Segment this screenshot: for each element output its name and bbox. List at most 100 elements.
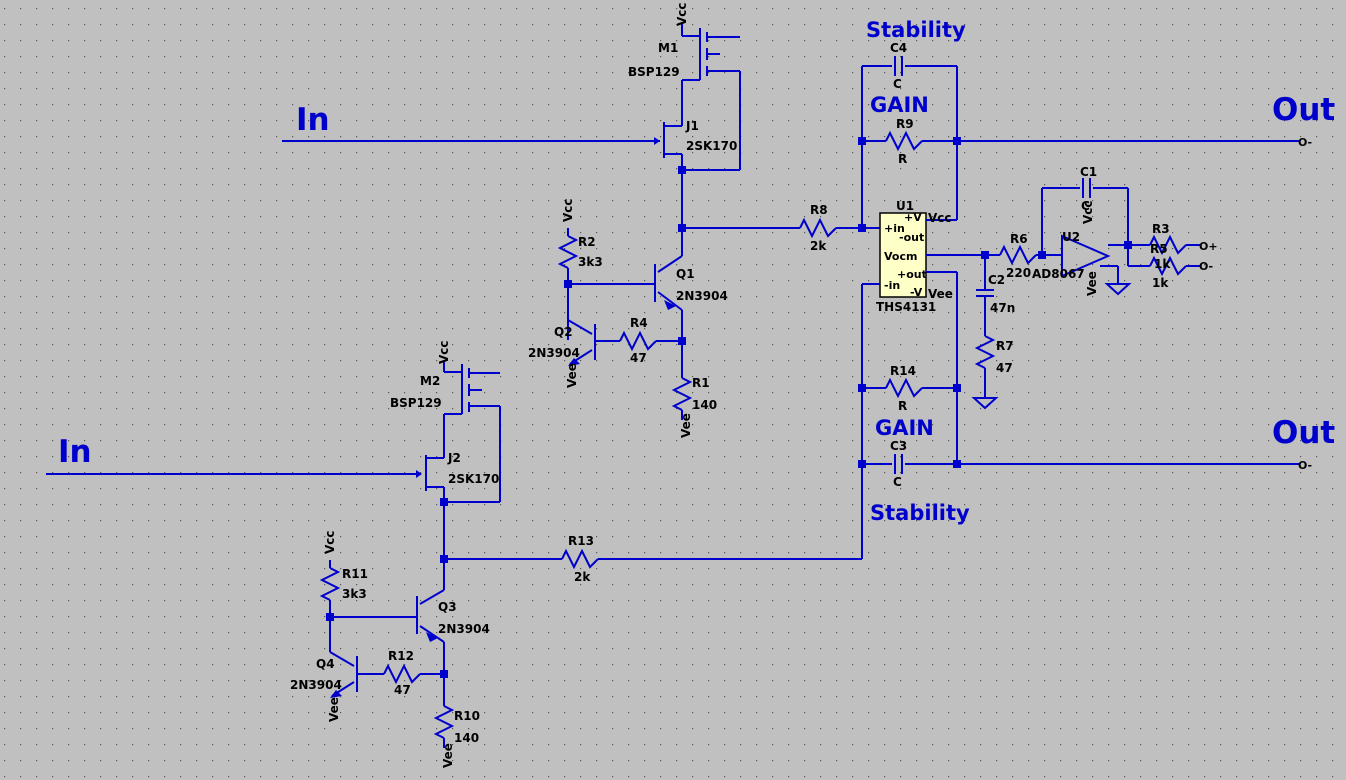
r4-value-label: 47: [630, 351, 647, 365]
q1-value-label: 2N3904: [676, 289, 728, 303]
j2-ref-label: J2: [447, 451, 461, 465]
c3-ref-label: C3: [890, 439, 907, 453]
r7-value-label: 47: [996, 361, 1013, 375]
u1-supply-bottom: Vee: [928, 287, 953, 301]
r5-resistor[interactable]: [1128, 255, 1200, 277]
q3-ref-label: Q3: [438, 600, 457, 614]
q4-value-label: 2N3904: [290, 678, 342, 692]
o-minus-terminal[interactable]: O-: [1199, 260, 1213, 273]
u2-supply-bottom: Vee: [1085, 271, 1099, 296]
r12-value-label: 47: [394, 683, 411, 697]
r4-ref-label: R4: [630, 316, 648, 330]
gain-bottom-label: GAIN: [875, 416, 934, 440]
m1-supply-label: Vcc: [675, 2, 689, 26]
r1-resistor[interactable]: [671, 377, 693, 420]
r2-supply-label: Vcc: [561, 198, 575, 222]
r5-value-label: 1k: [1154, 257, 1171, 271]
o-plus-terminal[interactable]: O+: [1199, 240, 1218, 253]
j2-value-label: 2SK170: [448, 472, 499, 486]
out-bottom-label: Out: [1272, 415, 1335, 451]
u2-value-label: AD8067: [1032, 267, 1085, 281]
c3-capacitor[interactable]: [862, 454, 957, 474]
q4-transistor[interactable]: [329, 651, 384, 698]
u1-pin-vn: -V: [910, 286, 923, 299]
m2-supply-label: Vcc: [437, 340, 451, 364]
junction: [981, 251, 989, 259]
junction: [858, 460, 866, 468]
q1-ref-label: Q1: [676, 267, 695, 281]
c4-capacitor[interactable]: [862, 56, 957, 76]
r9-value-label: R: [898, 152, 907, 166]
q1-transistor[interactable]: [568, 232, 683, 378]
junction: [953, 384, 961, 392]
in-top-label: In: [296, 102, 330, 138]
r9-ref-label: R9: [896, 117, 914, 131]
junction: [858, 224, 866, 232]
m1-ref-label: M1: [658, 41, 678, 55]
junction: [326, 613, 334, 621]
u1-pin-vocm: Vocm: [884, 250, 917, 263]
u1-pin-inp: +in: [884, 222, 905, 235]
m1-value-label: BSP129: [628, 65, 680, 79]
m1-mosfet[interactable]: [681, 22, 741, 171]
c4-ref-label: C4: [890, 41, 907, 55]
r13-ref-label: R13: [568, 534, 594, 548]
out-top-label: Out: [1272, 92, 1335, 128]
r7-ref-label: R7: [996, 339, 1014, 353]
q2-supply-label: Vee: [565, 363, 579, 388]
r7-resistor[interactable]: [971, 335, 999, 410]
r3-ref-label: R3: [1152, 222, 1170, 236]
u1-pin-outn: -out: [899, 231, 924, 244]
m2-mosfet[interactable]: [443, 360, 501, 503]
r13-resistor[interactable]: [444, 548, 862, 570]
r12-resistor[interactable]: [383, 663, 444, 685]
r10-resistor[interactable]: [433, 705, 455, 748]
j1-value-label: 2SK170: [686, 139, 737, 153]
q2-ref-label: Q2: [554, 325, 573, 339]
r14-ref-label: R14: [890, 364, 916, 378]
r1-ref-label: R1: [692, 376, 710, 390]
c3-value-label: C: [893, 475, 902, 489]
c2-ref-label: C2: [988, 273, 1005, 287]
j1-ref-label: J1: [685, 119, 699, 133]
junction: [858, 384, 866, 392]
c1-value-label: C: [1081, 199, 1090, 213]
out-top-terminal: O-: [1298, 136, 1312, 149]
gain-top-label: GAIN: [870, 93, 929, 117]
r11-supply-label: Vcc: [323, 530, 337, 554]
stability-bottom-label: Stability: [870, 501, 970, 525]
r11-resistor[interactable]: [319, 560, 341, 652]
q4-ref-label: Q4: [316, 657, 335, 671]
c2-capacitor[interactable]: [976, 255, 994, 336]
r10-value-label: 140: [454, 731, 479, 745]
u2-ref-label: U2: [1062, 230, 1080, 244]
c2-value-label: 47n: [990, 301, 1015, 315]
r11-value-label: 3k3: [342, 587, 367, 601]
u2-opamp[interactable]: [1061, 234, 1132, 296]
m2-ref-label: M2: [420, 374, 440, 388]
r2-value-label: 3k3: [578, 255, 603, 269]
r1-value-label: 140: [692, 398, 717, 412]
u1-fully-differential-amp[interactable]: [862, 212, 1000, 465]
q2-value-label: 2N3904: [528, 346, 580, 360]
c1-capacitor[interactable]: [1041, 178, 1129, 266]
m2-value-label: BSP129: [390, 396, 442, 410]
r8-ref-label: R8: [810, 203, 828, 217]
stability-top-label: Stability: [866, 18, 966, 42]
r4-resistor[interactable]: [619, 330, 682, 352]
r8-value-label: 2k: [810, 239, 827, 253]
out-bottom-terminal: O-: [1298, 459, 1312, 472]
c1-ref-label: C1: [1080, 165, 1097, 179]
c4-value-label: C: [893, 77, 902, 91]
r3-resistor[interactable]: [1128, 234, 1200, 256]
junction: [858, 137, 866, 145]
r10-ref-label: R10: [454, 709, 480, 723]
u1-pin-outp: +out: [897, 268, 927, 281]
u1-supply-top: Vcc: [928, 211, 952, 225]
r6-ref-label: R6: [1010, 232, 1028, 246]
q2-transistor[interactable]: [567, 319, 620, 366]
q4-supply-label: Vee: [327, 697, 341, 722]
u2-supply-top: Vcc: [1081, 200, 1095, 224]
u1-pin-vp: +V: [904, 211, 922, 224]
junction: [440, 498, 448, 506]
